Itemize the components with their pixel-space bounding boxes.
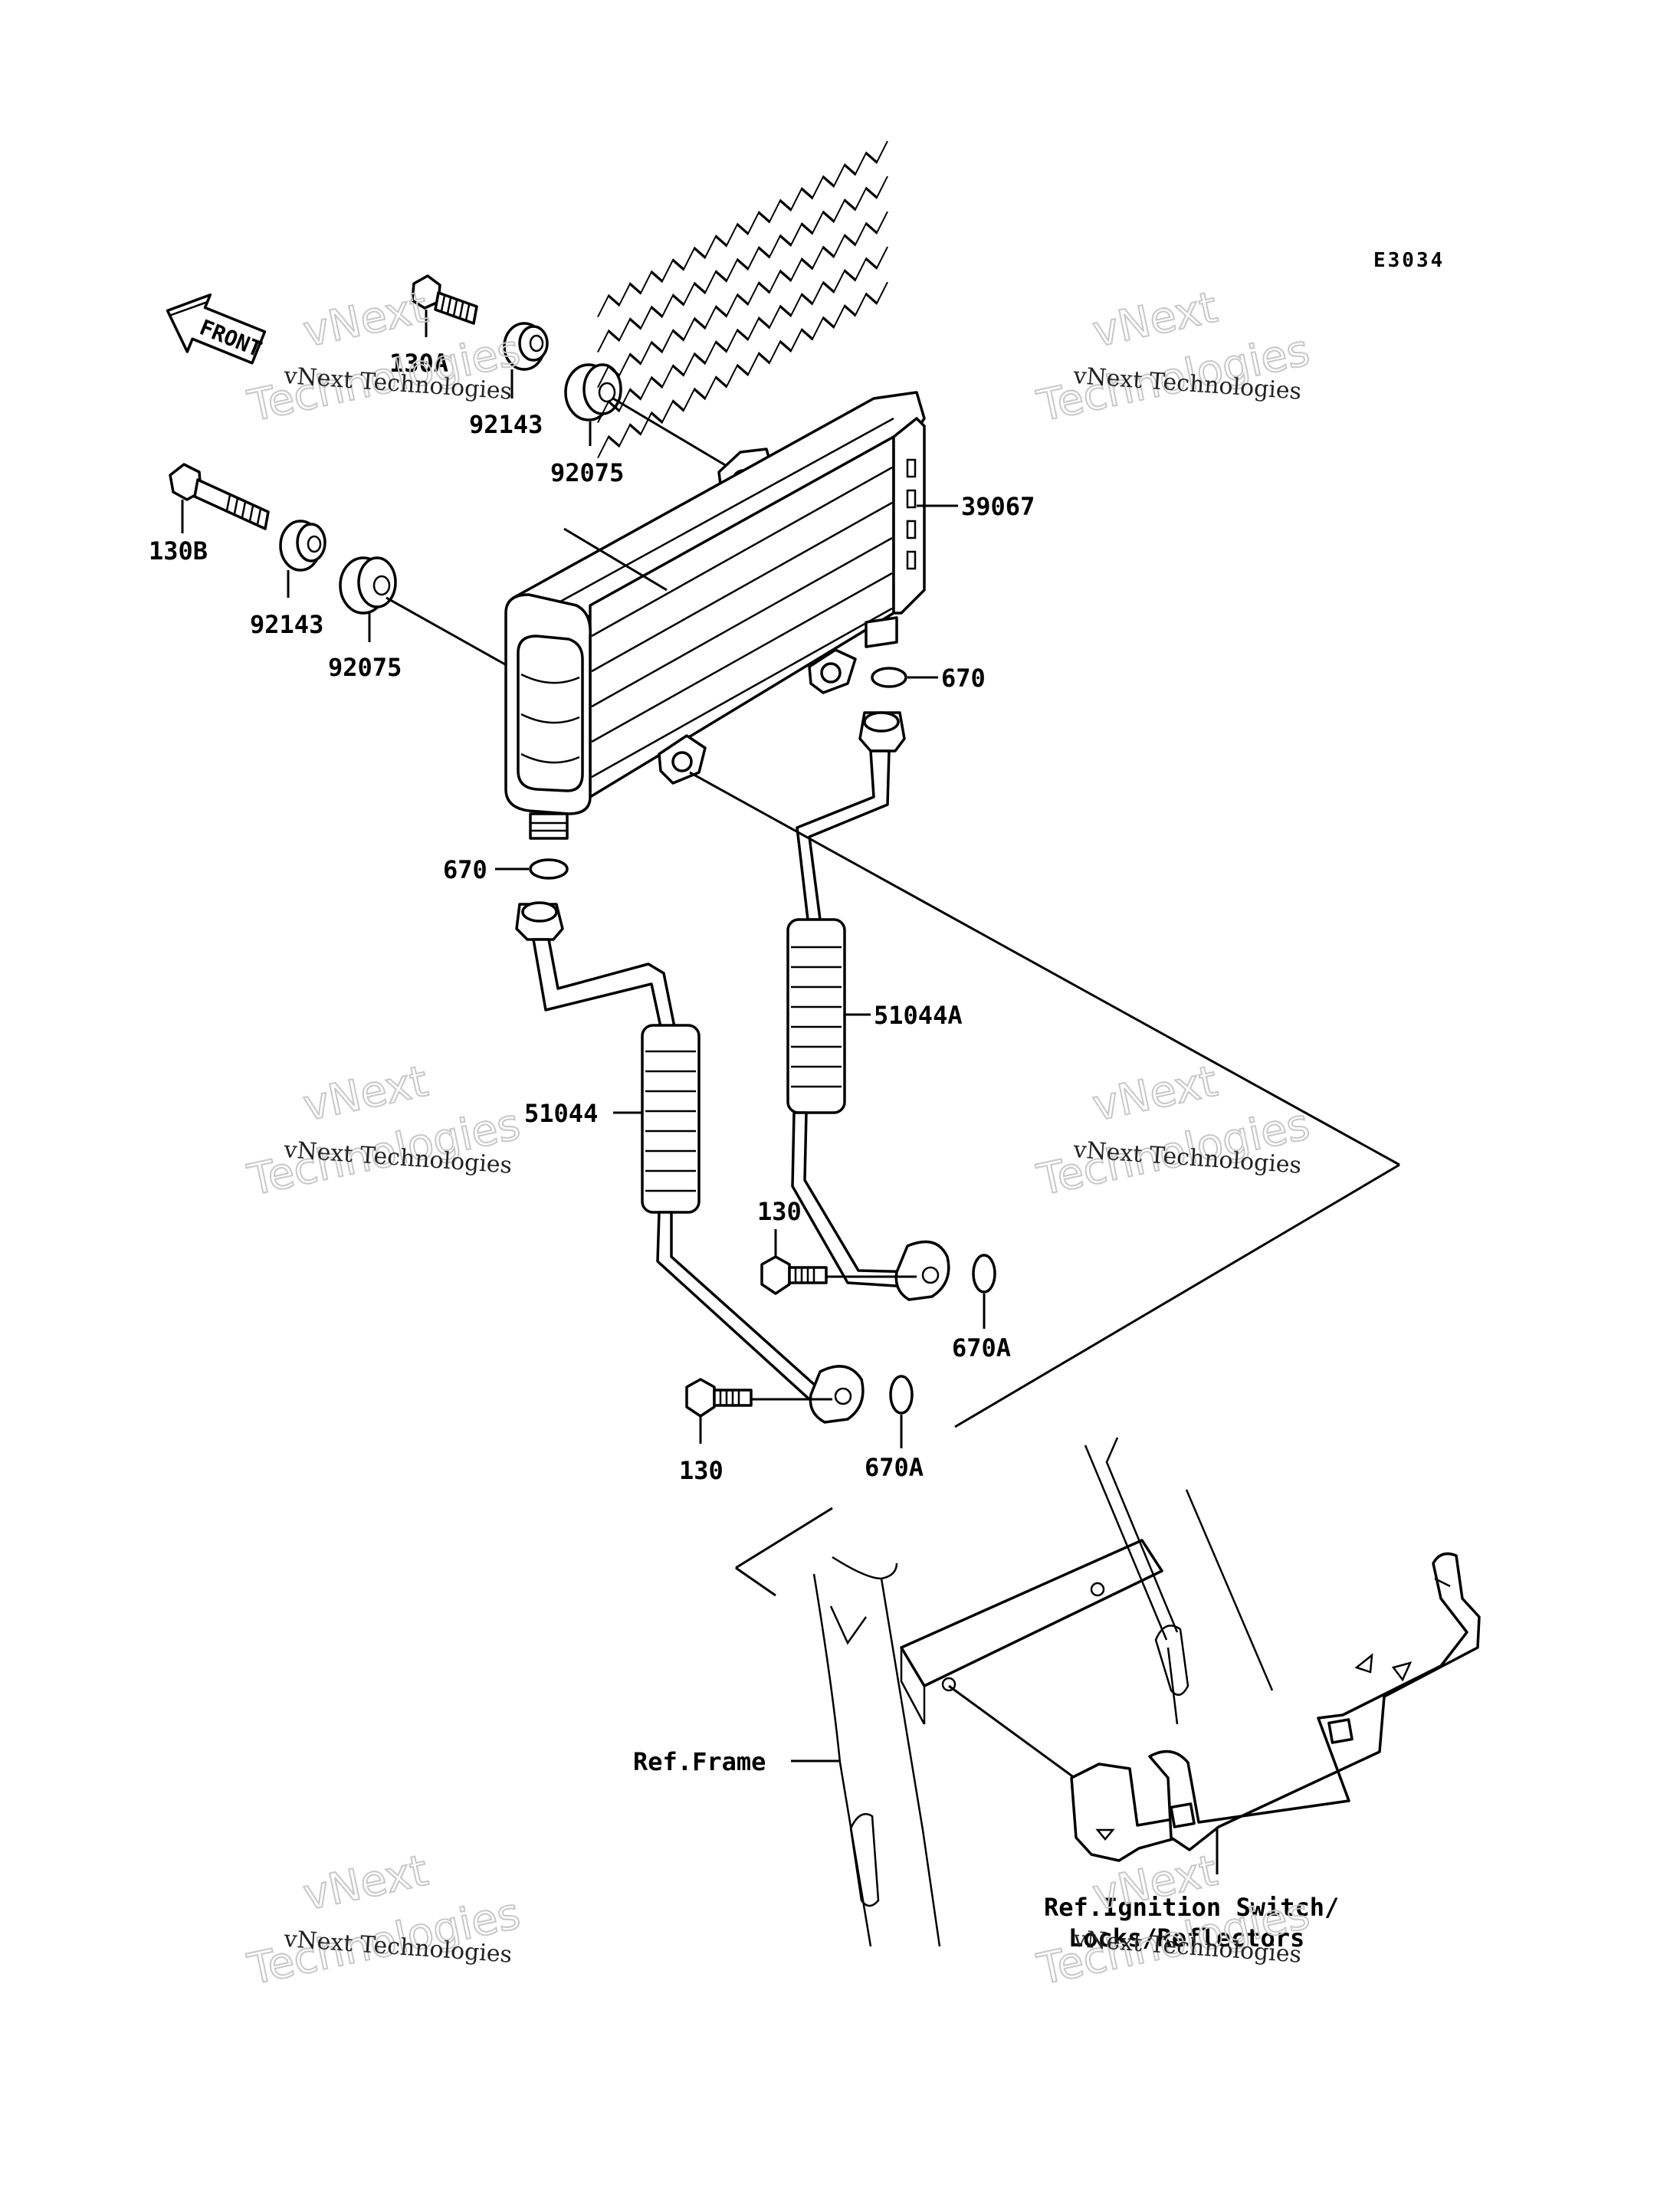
label-130b: 130B: [149, 536, 208, 566]
label-92075-top: 92075: [550, 458, 624, 487]
watermark-top-right: vNext Technologies vNext Technologies: [1032, 282, 1314, 433]
watermark-vnext: vNext: [1088, 283, 1222, 358]
label-92075-left: 92075: [328, 653, 402, 682]
oring-670-right: [871, 667, 907, 688]
frame-reference: [735, 1437, 1274, 1947]
label-ref-ignition-line1: Ref.Ignition Switch/: [1044, 1893, 1339, 1922]
oring-670a-upper: [972, 1254, 996, 1294]
oring-670a-lower: [889, 1375, 914, 1415]
oil-pipe-51044: [515, 901, 865, 1424]
watermark-vnext: vNext: [299, 1846, 432, 1921]
oring-670-left: [529, 858, 569, 880]
label-130a: 130A: [389, 349, 448, 378]
label-ref-frame: Ref.Frame: [633, 1747, 766, 1776]
label-130-lower: 130: [679, 1456, 724, 1485]
label-670-left: 670: [443, 855, 487, 884]
label-51044a: 51044A: [874, 1001, 963, 1030]
watermark-vnext: vNext: [299, 1057, 432, 1132]
label-ref-ignition-line2: Locks/Reflectors: [1068, 1923, 1304, 1953]
bolt-130a: [411, 274, 478, 325]
bolt-130-upper: [760, 1255, 828, 1295]
watermark-vnext: vNext: [1088, 1057, 1222, 1132]
label-92143-left: 92143: [250, 610, 323, 639]
label-92143-top: 92143: [469, 410, 543, 439]
collar-92143-top: [503, 322, 549, 371]
grommet-92075-top: [564, 363, 622, 421]
oil-pipe-51044a: [786, 711, 950, 1301]
label-130-upper: 130: [757, 1197, 802, 1226]
grommet-92075-left: [339, 556, 397, 615]
bolt-130-lower: [685, 1378, 753, 1418]
label-670a-upper: 670A: [952, 1333, 1011, 1362]
watermark-bottom-left: vNext Technologies vNext Technologies: [243, 1845, 525, 1996]
ignition-bracket-reference: [1070, 1552, 1481, 1862]
label-51044: 51044: [524, 1099, 598, 1128]
label-670-right: 670: [941, 664, 986, 693]
watermark-top-left: vNext Technologies vNext Technologies: [243, 282, 525, 433]
watermark-mid-left: vNext Technologies vNext Technologies: [243, 1056, 525, 1207]
watermark-vnext: vNext: [299, 283, 432, 358]
label-39067: 39067: [961, 492, 1035, 521]
front-arrow-icon: FRONT: [166, 293, 267, 365]
diagram-code: E3034: [1373, 249, 1445, 272]
collar-92143-left: [279, 520, 326, 572]
label-670a-lower: 670A: [865, 1453, 924, 1482]
oil-cooler-39067: [504, 140, 926, 840]
bolt-130b: [169, 463, 270, 530]
watermark-mid-right: vNext Technologies vNext Technologies: [1032, 1056, 1314, 1207]
